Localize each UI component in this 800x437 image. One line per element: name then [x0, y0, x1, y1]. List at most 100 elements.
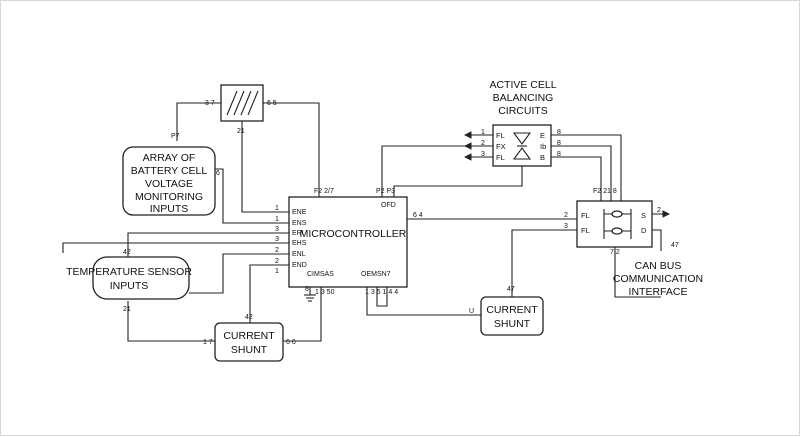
- temperature-line-1: TEMPERATURE SENSOR: [66, 266, 192, 278]
- lbl-protect-bottom: 21: [237, 128, 245, 135]
- bal-pin-r2: Ib: [540, 142, 546, 151]
- mc-pin-ene: ENE: [292, 209, 307, 216]
- wire-mcu-shunt-right: [366, 287, 481, 316]
- wire-mcu-loop: [376, 287, 388, 307]
- bal-pin-l3: FL: [496, 153, 505, 162]
- wire-protect-ene: [241, 121, 289, 213]
- wire-shunt-mcu: [283, 287, 322, 342]
- bal-pin-r1: E: [540, 131, 545, 140]
- lbl-shunt-top: 42: [245, 314, 253, 321]
- lbl-mc-bottom-mid: 1 3 50: [315, 289, 335, 296]
- can-caption-1: CAN BUS: [635, 260, 682, 272]
- lbl-bal-in-2: 2: [481, 140, 485, 147]
- shunt-left-box: [214, 322, 284, 362]
- lbl-shunt-r-top: 47: [507, 286, 515, 293]
- shunt-left-line-1: CURRENT: [223, 330, 275, 342]
- balancing-title-1: ACTIVE CELL: [489, 79, 556, 91]
- wire-can-bottom: [614, 247, 661, 298]
- array-box: [122, 146, 216, 216]
- shunt-right-box: [480, 296, 544, 336]
- wire-protect-array: [176, 102, 221, 141]
- lbl-mc-pin-2: 1: [275, 216, 279, 223]
- lbl-temp-bottom: 21: [123, 306, 131, 313]
- mc-pin-eri: ERI: [292, 230, 304, 237]
- wire-temp-enl: [189, 253, 289, 294]
- lbl-mc-pin-4: 3: [275, 236, 279, 243]
- mc-pin-end: END: [292, 262, 307, 269]
- lbl-bal-out-1: 8: [557, 129, 561, 136]
- shunt-left-block: CURRENT SHUNT: [214, 322, 284, 362]
- balancing-title-3: CIRCUITS: [498, 105, 548, 117]
- wire-temp-shunt: [127, 301, 215, 342]
- wire-bal-can-2: [551, 145, 612, 201]
- microcontroller-box: [288, 196, 408, 288]
- lbl-mc-pin-5: 2: [275, 247, 279, 254]
- balancing-block: ACTIVE CELL BALANCING CIRCUITS FL FX FL …: [489, 79, 557, 167]
- mc-pin-ehs: EHS: [292, 240, 307, 247]
- lbl-mc-right: 6 4: [413, 212, 423, 219]
- transistor-icon: [512, 132, 532, 160]
- temperature-line-2: INPUTS: [110, 280, 149, 292]
- mc-bottom-right-label: OEMSN7: [361, 271, 391, 278]
- wire-shunt-can: [511, 229, 577, 297]
- mc-pin-ens: ENS: [292, 220, 307, 227]
- temperature-box: [92, 256, 190, 300]
- array-block: ARRAY OF BATTERY CELL VOLTAGE MONITORING…: [122, 146, 216, 216]
- temperature-block: TEMPERATURE SENSOR INPUTS: [66, 256, 192, 300]
- lbl-bal-out-2: 8: [557, 140, 561, 147]
- lbl-can-47: 47: [671, 242, 679, 249]
- lbl-shunt-r-u: U: [469, 308, 474, 315]
- lbl-can-in-1: 2: [564, 212, 568, 219]
- bal-pin-l2: FX: [496, 142, 506, 151]
- array-line-3: VOLTAGE: [145, 178, 193, 190]
- wire-temp-eri: [127, 232, 289, 257]
- shunt-right-block: CURRENT SHUNT: [480, 296, 544, 336]
- array-line-5: INPUTS: [150, 203, 189, 215]
- protection-device: [220, 84, 264, 122]
- microcontroller-block: MICROCONTROLLER ENE ENS ERI EHS ENL END …: [288, 188, 408, 288]
- wires: [62, 102, 671, 342]
- lbl-can-top: F2 21 8: [593, 188, 617, 195]
- wire-shunt-end: [249, 264, 289, 323]
- shunt-right-line-1: CURRENT: [486, 304, 538, 316]
- can-pin-r1: S: [641, 211, 646, 220]
- balancing-title-2: BALANCING: [493, 92, 554, 104]
- lbl-shunt-out: 6 6: [286, 339, 296, 346]
- mc-pin-enl: ENL: [292, 251, 306, 258]
- wire-mcu-bal-1: [381, 145, 476, 197]
- wire-protect-mcu: [263, 102, 320, 197]
- wire-labels: 3 7 6 5 21 P7 6 1 1 3 3 2 2 1 42 21 42 1…: [123, 100, 679, 346]
- can-caption-3: INTERFACE: [629, 286, 688, 298]
- wire-can-d: [652, 229, 662, 251]
- lbl-protect-left: 3 7: [205, 100, 215, 107]
- mc-top-label: F2 2/7: [314, 188, 334, 195]
- wire-ehs: [62, 242, 289, 253]
- lbl-bal-in-3: 3: [481, 151, 485, 158]
- wire-bal-can-1: [551, 134, 622, 201]
- lbl-can-bottom: 7 2: [610, 249, 620, 256]
- bal-pin-l1: FL: [496, 131, 505, 140]
- lbl-mc-pin-3: 3: [275, 226, 279, 233]
- ground-icon: [304, 294, 316, 302]
- wire-mcu-bal-2: [393, 166, 523, 197]
- lbl-protect-right: 6 5: [267, 100, 277, 107]
- can-pin-l2: FL: [581, 226, 590, 235]
- protection-box: [220, 84, 264, 122]
- lbl-temp-top: 42: [123, 249, 131, 256]
- mc-bottom-left-label: CIMSAS: [307, 271, 334, 278]
- mc-top-right-label: P2 P3: [376, 188, 395, 195]
- lbl-mc-pin-1: 1: [275, 205, 279, 212]
- lbl-mc-pin-6: 2: [275, 258, 279, 265]
- array-line-2: BATTERY CELL: [131, 165, 208, 177]
- bal-pin-r3: B: [540, 153, 545, 162]
- wire-bal-can-3: [551, 156, 602, 201]
- lbl-arr-6: 6: [216, 170, 220, 177]
- lbl-mc-bottom-right: 1 3 5 1 4 4: [365, 289, 398, 296]
- lbl-can-right: 2: [657, 207, 661, 214]
- microcontroller-title: MICROCONTROLLER: [300, 228, 407, 240]
- can-pin-l1: FL: [581, 211, 590, 220]
- shunt-left-line-2: SHUNT: [231, 344, 268, 356]
- lbl-p7: P7: [171, 133, 180, 140]
